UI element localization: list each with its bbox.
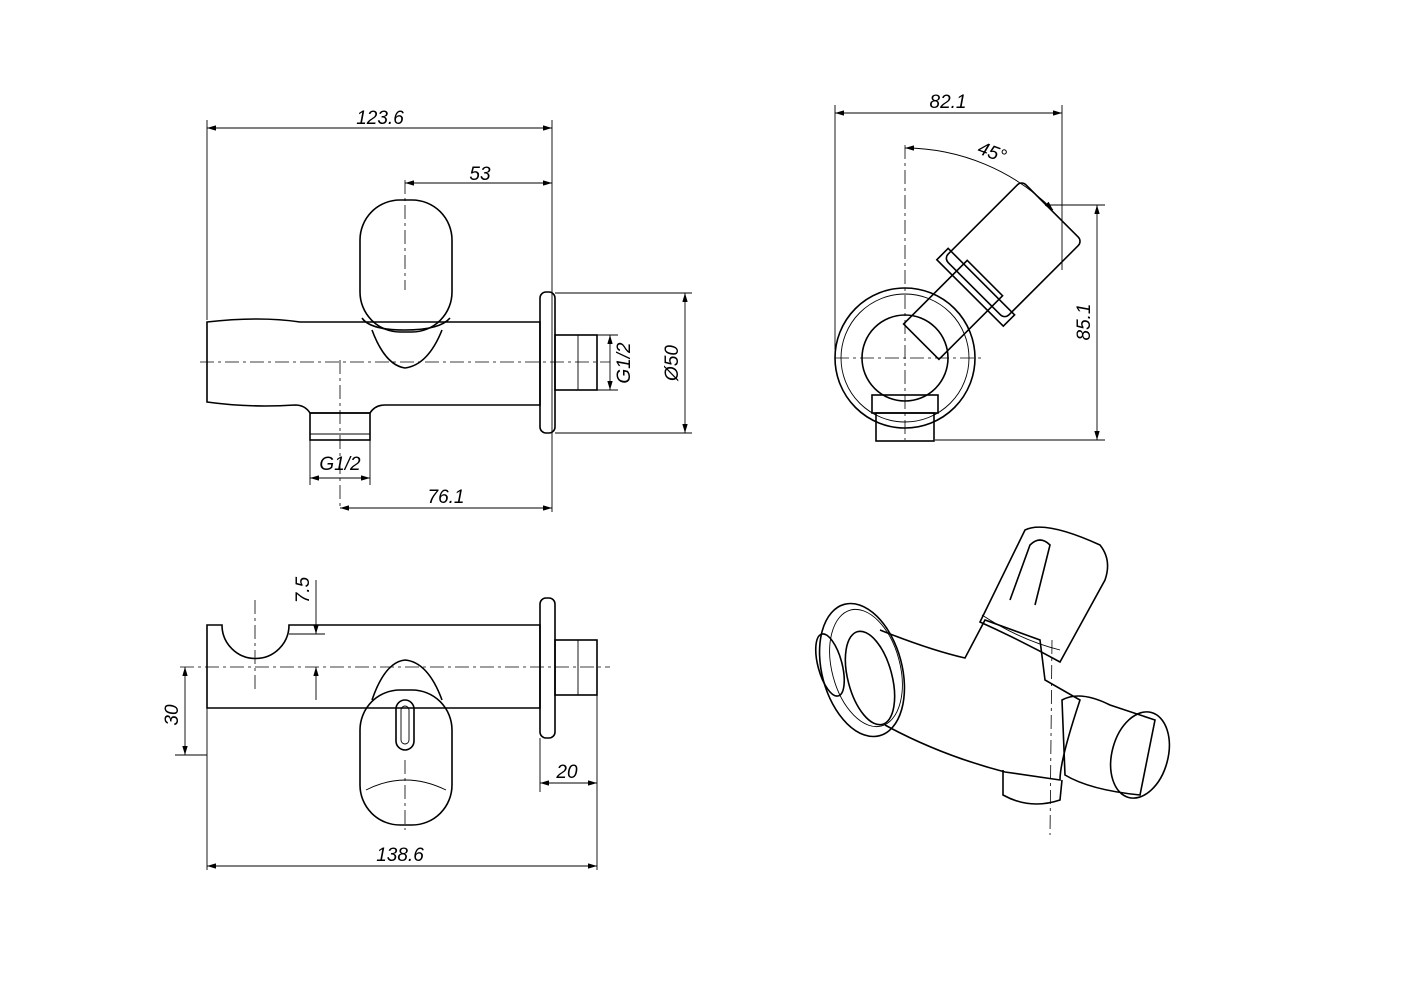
front-view: 123.6 53 G1/2 Ø50 G1/2 76.1	[200, 108, 692, 512]
dim-length-total: 138.6	[376, 845, 424, 866]
dim-flange-depth: 20	[555, 762, 578, 783]
dim-side-width: 82.1	[930, 92, 967, 113]
dim-flange-diameter: Ø50	[662, 345, 683, 382]
dim-knob-offset: 53	[469, 164, 491, 185]
dim-angle: 45°	[975, 138, 1010, 168]
dim-width-total: 123.6	[356, 108, 404, 129]
dim-side-height: 85.1	[1074, 304, 1095, 341]
dim-outlet-offset: 76.1	[428, 487, 465, 508]
dim-holder-height: 30	[162, 704, 183, 726]
isometric-view	[814, 526, 1171, 836]
side-view: 82.1 45° 85.1	[834, 92, 1105, 442]
dim-thread-right: G1/2	[614, 342, 635, 384]
top-view: 7.5 30 20 138.6	[162, 576, 610, 870]
dim-holder-offset: 7.5	[293, 576, 314, 603]
dim-thread-bottom: G1/2	[319, 454, 361, 475]
